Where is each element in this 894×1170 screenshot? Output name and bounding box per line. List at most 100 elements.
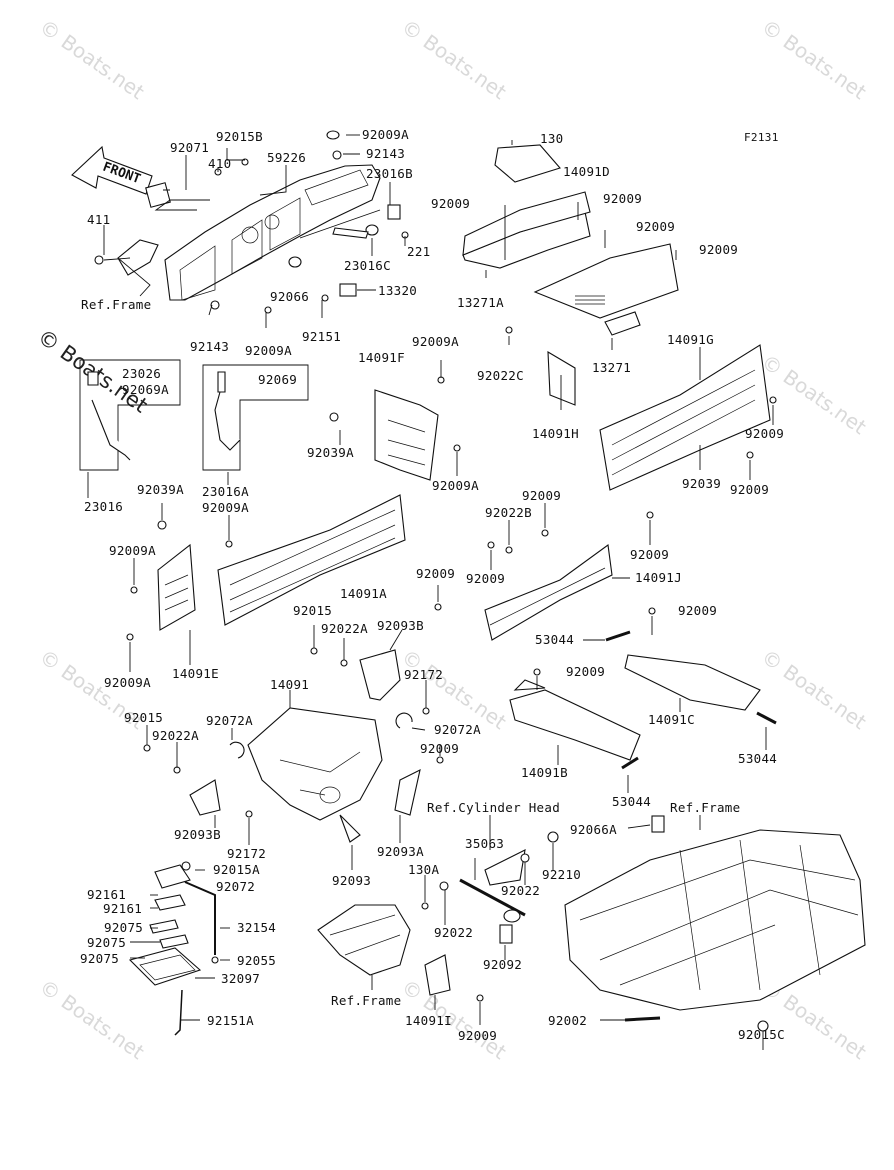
part-label[interactable]: 23016A — [202, 484, 249, 499]
part-label[interactable]: Ref.Frame — [331, 993, 401, 1008]
part-label[interactable]: 14091 — [270, 677, 309, 692]
part-label[interactable]: 92092 — [483, 957, 522, 972]
part-label[interactable]: 92066A — [570, 822, 617, 837]
part-label[interactable]: 130 — [540, 131, 563, 146]
part-label[interactable]: 92143 — [366, 146, 405, 161]
diagram-code: F2131 — [744, 131, 779, 144]
part-label[interactable]: 92009A — [104, 675, 151, 690]
part-label[interactable]: 92151 — [302, 329, 341, 344]
part-label[interactable]: 14091E — [172, 666, 219, 681]
part-label[interactable]: Ref.Cylinder Head — [427, 800, 560, 815]
part-label[interactable]: 32154 — [237, 920, 276, 935]
part-label[interactable]: 13271 — [592, 360, 631, 375]
part-label[interactable]: 92093B — [174, 827, 221, 842]
part-label[interactable]: 92022C — [477, 368, 524, 383]
part-label[interactable]: 14091B — [521, 765, 568, 780]
part-label[interactable]: 410 — [208, 156, 231, 171]
part-label[interactable]: 92071 — [170, 140, 209, 155]
part-label[interactable]: 92009 — [420, 741, 459, 756]
part-label[interactable]: 411 — [87, 212, 110, 227]
part-label[interactable]: 92022 — [501, 883, 540, 898]
part-label[interactable]: 92093 — [332, 873, 371, 888]
part-label[interactable]: 92015C — [738, 1027, 785, 1042]
part-label[interactable]: 92151A — [207, 1013, 254, 1028]
part-label[interactable]: 92009 — [458, 1028, 497, 1043]
part-label[interactable]: 59226 — [267, 150, 306, 165]
part-label[interactable]: 92009A — [432, 478, 479, 493]
part-label[interactable]: 92072 — [216, 879, 255, 894]
part-label[interactable]: 92093B — [377, 618, 424, 633]
part-label[interactable]: 23016B — [366, 166, 413, 181]
part-label[interactable]: 92039 — [682, 476, 721, 491]
part-label[interactable]: 130A — [408, 862, 439, 877]
part-label[interactable]: 53044 — [738, 751, 777, 766]
part-label[interactable]: 13320 — [378, 283, 417, 298]
part-label[interactable]: 221 — [407, 244, 430, 259]
part-label[interactable]: 92009 — [636, 219, 675, 234]
part-label[interactable]: 92072A — [434, 722, 481, 737]
part-label[interactable]: 92055 — [237, 953, 276, 968]
part-label[interactable]: 92022A — [152, 728, 199, 743]
part-label[interactable]: 92022A — [321, 621, 368, 636]
part-label[interactable]: 92009 — [603, 191, 642, 206]
part-label[interactable]: 14091H — [532, 426, 579, 441]
part-label[interactable]: 92093A — [377, 844, 424, 859]
part-label[interactable]: 23026 — [122, 366, 161, 381]
part-label[interactable]: 53044 — [612, 794, 651, 809]
part-label[interactable]: Ref.Frame — [670, 800, 740, 815]
part-label[interactable]: 92009 — [416, 566, 455, 581]
part-label[interactable]: 92075 — [87, 935, 126, 950]
part-label[interactable]: 92009 — [699, 242, 738, 257]
part-label[interactable]: 92009 — [466, 571, 505, 586]
part-label[interactable]: 14091J — [635, 570, 682, 585]
part-label[interactable]: 92075 — [80, 951, 119, 966]
part-label[interactable]: 92009A — [202, 500, 249, 515]
part-label[interactable]: 92161 — [103, 901, 142, 916]
watermark-3: © Boats.net — [757, 14, 871, 104]
part-label[interactable]: 92009 — [678, 603, 717, 618]
part-label[interactable]: Ref.Frame — [81, 297, 151, 312]
part-label[interactable]: 14091I — [405, 1013, 452, 1028]
part-label[interactable]: 92039A — [137, 482, 184, 497]
part-label[interactable]: 14091G — [667, 332, 714, 347]
part-label[interactable]: 53044 — [535, 632, 574, 647]
part-label[interactable]: 23016C — [344, 258, 391, 273]
part-label[interactable]: 92143 — [190, 339, 229, 354]
part-label[interactable]: 92075 — [104, 920, 143, 935]
part-label[interactable]: 92009A — [362, 127, 409, 142]
part-label[interactable]: 92066 — [270, 289, 309, 304]
part-label[interactable]: 92009 — [745, 426, 784, 441]
part-label[interactable]: 92022B — [485, 505, 532, 520]
part-label[interactable]: 92015B — [216, 129, 263, 144]
part-label[interactable]: 14091C — [648, 712, 695, 727]
part-label[interactable]: 92009A — [109, 543, 156, 558]
part-label[interactable]: 92009A — [412, 334, 459, 349]
part-label[interactable]: 92039A — [307, 445, 354, 460]
part-label[interactable]: 92022 — [434, 925, 473, 940]
part-label[interactable]: 23016 — [84, 499, 123, 514]
part-label[interactable]: 35063 — [465, 836, 504, 851]
vehicle-frame — [421, 815, 866, 1050]
part-label[interactable]: 92069 — [258, 372, 297, 387]
part-label[interactable]: 92009 — [630, 547, 669, 562]
part-label[interactable]: 92009 — [431, 196, 470, 211]
part-label[interactable]: 92069A — [122, 382, 169, 397]
part-label[interactable]: 92015A — [213, 862, 260, 877]
part-label[interactable]: 92172 — [404, 667, 443, 682]
part-label[interactable]: 92161 — [87, 887, 126, 902]
part-label[interactable]: 92009 — [566, 664, 605, 679]
part-label[interactable]: 92210 — [542, 867, 581, 882]
part-label[interactable]: 92009A — [245, 343, 292, 358]
part-label[interactable]: 92009 — [730, 482, 769, 497]
part-label[interactable]: 14091A — [340, 586, 387, 601]
part-label[interactable]: 92009 — [522, 488, 561, 503]
part-label[interactable]: 14091D — [563, 164, 610, 179]
part-label[interactable]: 92015 — [293, 603, 332, 618]
part-label[interactable]: 92015 — [124, 710, 163, 725]
part-label[interactable]: 13271A — [457, 295, 504, 310]
part-label[interactable]: 92172 — [227, 846, 266, 861]
part-label[interactable]: 92002 — [548, 1013, 587, 1028]
part-label[interactable]: 92072A — [206, 713, 253, 728]
part-label[interactable]: 32097 — [221, 971, 260, 986]
part-label[interactable]: 14091F — [358, 350, 405, 365]
